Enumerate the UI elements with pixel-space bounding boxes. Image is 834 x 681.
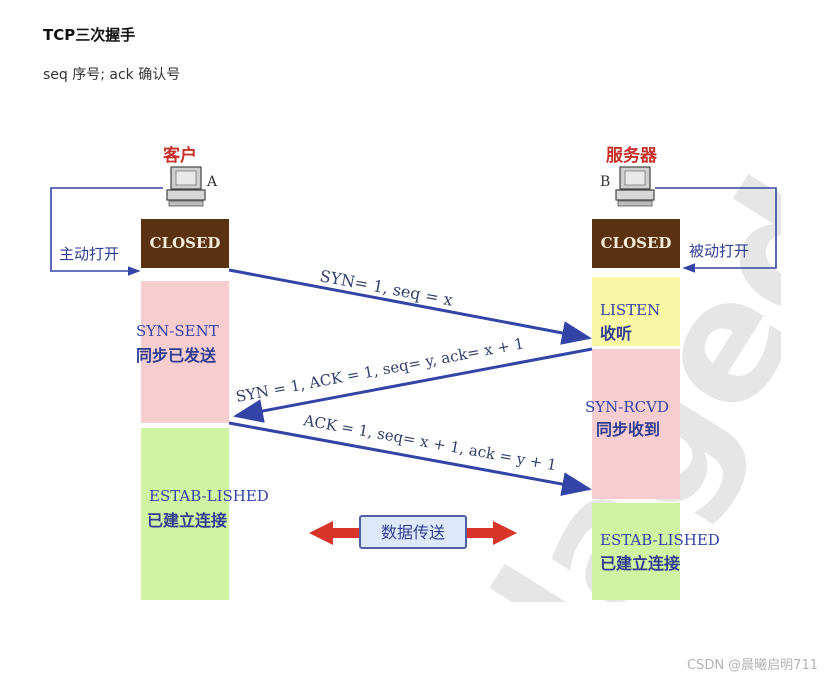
data-transfer-label: 数据传送 (381, 523, 445, 542)
client-established-en: ESTAB-LISHED (149, 487, 269, 505)
client-active-open-label: 主动打开 (59, 245, 119, 263)
client-syn-sent-en: SYN-SENT (136, 322, 219, 340)
server-established-box (592, 503, 680, 600)
client-label: 客户 (162, 145, 197, 166)
client-established-box (141, 428, 229, 600)
server-syn-rcvd-en: SYN-RCVD (585, 398, 669, 416)
tcp-handshake-figure: lagedu 客户 A 服务器 B CLOSED SYN-SENT 同步已发送 … (43, 48, 834, 681)
syn-message: SYN= 1, seq = x (318, 266, 454, 309)
page-subtitle: seq 序号; ack 确认号 (43, 67, 181, 83)
server-syn-rcvd-cn: 同步收到 (596, 420, 660, 439)
page-title: TCP三次握手 (43, 26, 136, 44)
server-listen-box (592, 277, 680, 346)
client-syn-sent-box (141, 281, 229, 423)
server-label: 服务器 (606, 145, 658, 166)
syn-arrow (228, 268, 592, 345)
server-listen-en: LISTEN (600, 301, 660, 319)
client-id: A (206, 174, 218, 190)
client-computer-icon (166, 166, 206, 207)
server-id: B (600, 174, 610, 190)
server-computer-icon (615, 166, 655, 207)
client-syn-sent-cn: 同步已发送 (136, 346, 217, 365)
server-passive-open-arrow (655, 187, 777, 273)
server-closed-text: CLOSED (601, 234, 672, 252)
client-closed-text: CLOSED (150, 234, 221, 252)
ack-arrow (228, 421, 592, 496)
server-closed-box (592, 219, 680, 268)
server-established-cn: 已建立连接 (600, 554, 680, 573)
footer-watermark: CSDN @晨曦启明711 (686, 658, 818, 673)
server-syn-rcvd-box (592, 349, 680, 499)
syn-ack-arrow (233, 347, 593, 423)
server-established-en: ESTAB-LISHED (600, 531, 720, 549)
client-closed-box (141, 219, 229, 268)
data-transfer-arrow (309, 515, 517, 549)
client-active-open-arrow (50, 187, 163, 276)
tcp-handshake-diagram: lagedu 客户 A 服务器 B CLOSED SYN-SENT 同步已发送 … (50, 48, 834, 681)
client-established-cn: 已建立连接 (147, 511, 227, 530)
server-passive-open-label: 被动打开 (689, 242, 749, 260)
server-listen-cn: 收听 (600, 324, 632, 343)
